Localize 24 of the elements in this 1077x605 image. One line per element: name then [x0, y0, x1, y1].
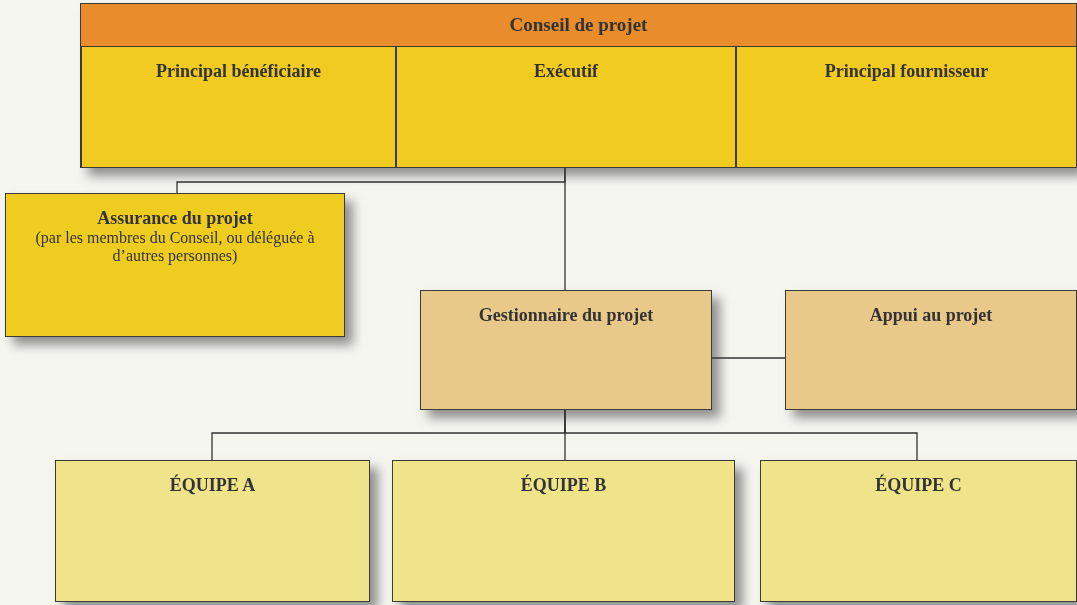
box-title: Assurance du projet: [97, 208, 253, 229]
box-title: Appui au projet: [869, 305, 993, 326]
role-box: [81, 46, 396, 168]
process-box: [420, 290, 712, 410]
role-box: [736, 46, 1077, 168]
box-title: ÉQUIPE C: [875, 475, 962, 496]
team-box: [760, 460, 1077, 602]
team-box: [392, 460, 735, 602]
process-box: [785, 290, 1077, 410]
connector-line: [711, 357, 786, 359]
team-box: [55, 460, 370, 602]
role-box: [396, 46, 736, 168]
connector-line: [564, 409, 918, 461]
box-title: Exécutif: [534, 61, 598, 82]
box-description: (par les membres du Conseil, ou déléguée à d’autres personnes): [34, 229, 316, 266]
connector-line: [564, 167, 566, 291]
box-title: Principal fournisseur: [824, 61, 989, 82]
box-title: ÉQUIPE B: [520, 475, 607, 496]
process-box: [5, 193, 345, 337]
box-title: Principal bénéficiaire: [155, 61, 322, 82]
panel-heading: Conseil de projet: [81, 4, 1076, 47]
box-title: ÉQUIPE A: [169, 475, 256, 496]
board-panel: [80, 3, 1077, 168]
box-title: Gestionnaire du projet: [478, 305, 654, 326]
